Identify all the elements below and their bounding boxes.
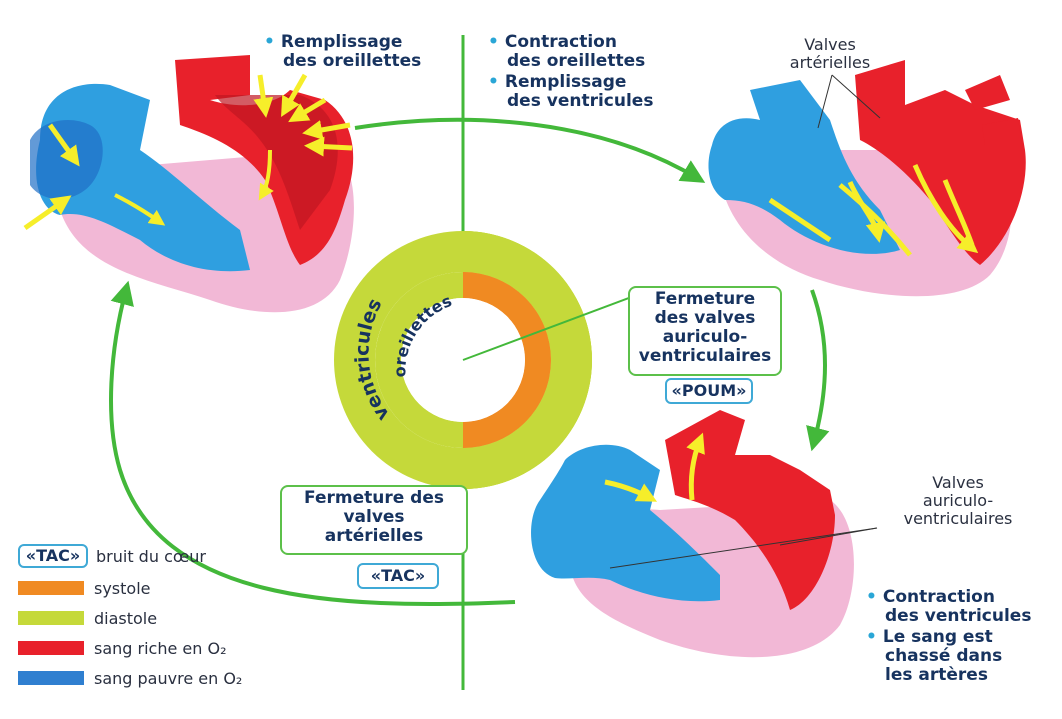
- bottom-right-item2-line1: Le sang est: [883, 627, 993, 647]
- box-fermeture-av: Fermeture des valves auriculo- ventricul…: [628, 286, 782, 376]
- panel-bottom-right-text: •Contraction des ventricules •Le sang es…: [866, 588, 1031, 685]
- top-right-item2-line1: Remplissage: [505, 72, 627, 92]
- legend-swatch-blue: [18, 671, 84, 685]
- bottom-right-item2-line2: chassé dans: [866, 647, 1031, 666]
- tag-tac: «TAC»: [357, 563, 439, 589]
- bottom-right-item1-line2: des ventricules: [866, 607, 1031, 626]
- top-left-line1: Remplissage: [281, 32, 403, 52]
- panel-top-left-text: •Remplissage des oreillettes: [264, 33, 421, 71]
- top-right-item1-line1: Contraction: [505, 32, 617, 52]
- bottom-right-item1-line1: Contraction: [883, 587, 995, 607]
- legend-tac-symbol: «TAC»: [18, 544, 88, 568]
- legend-sang-riche: sang riche en O₂: [94, 639, 227, 658]
- legend-swatch-systole: [18, 581, 84, 595]
- legend-sang-pauvre: sang pauvre en O₂: [94, 669, 242, 688]
- heart-bottom-right: [531, 410, 877, 657]
- top-right-item2-line2: des ventricules: [488, 92, 653, 111]
- legend-tac-text: bruit du cœur: [96, 547, 206, 566]
- tag-poum: «POUM»: [665, 378, 753, 404]
- heart-top-right: [708, 60, 1025, 296]
- legend: «TAC» bruit du cœur systole diastole san…: [0, 540, 320, 710]
- cycle-arrow-top: [355, 120, 697, 178]
- legend-systole: systole: [94, 579, 151, 598]
- heart-top-left: [25, 55, 354, 312]
- label-valves-auriculo: Valves auriculo- ventriculaires: [878, 474, 1038, 528]
- panel-top-right-text: •Contraction des oreillettes •Remplissag…: [488, 33, 653, 111]
- legend-diastole: diastole: [94, 609, 157, 628]
- legend-swatch-red: [18, 641, 84, 655]
- top-right-item1-line2: des oreillettes: [488, 52, 653, 71]
- cycle-arrow-right: [812, 290, 825, 442]
- label-valves-arterielles: Valves artérielles: [770, 36, 890, 72]
- legend-swatch-diastole: [18, 611, 84, 625]
- bottom-right-item2-line3: les artères: [866, 666, 1031, 685]
- top-left-line2: des oreillettes: [264, 52, 421, 71]
